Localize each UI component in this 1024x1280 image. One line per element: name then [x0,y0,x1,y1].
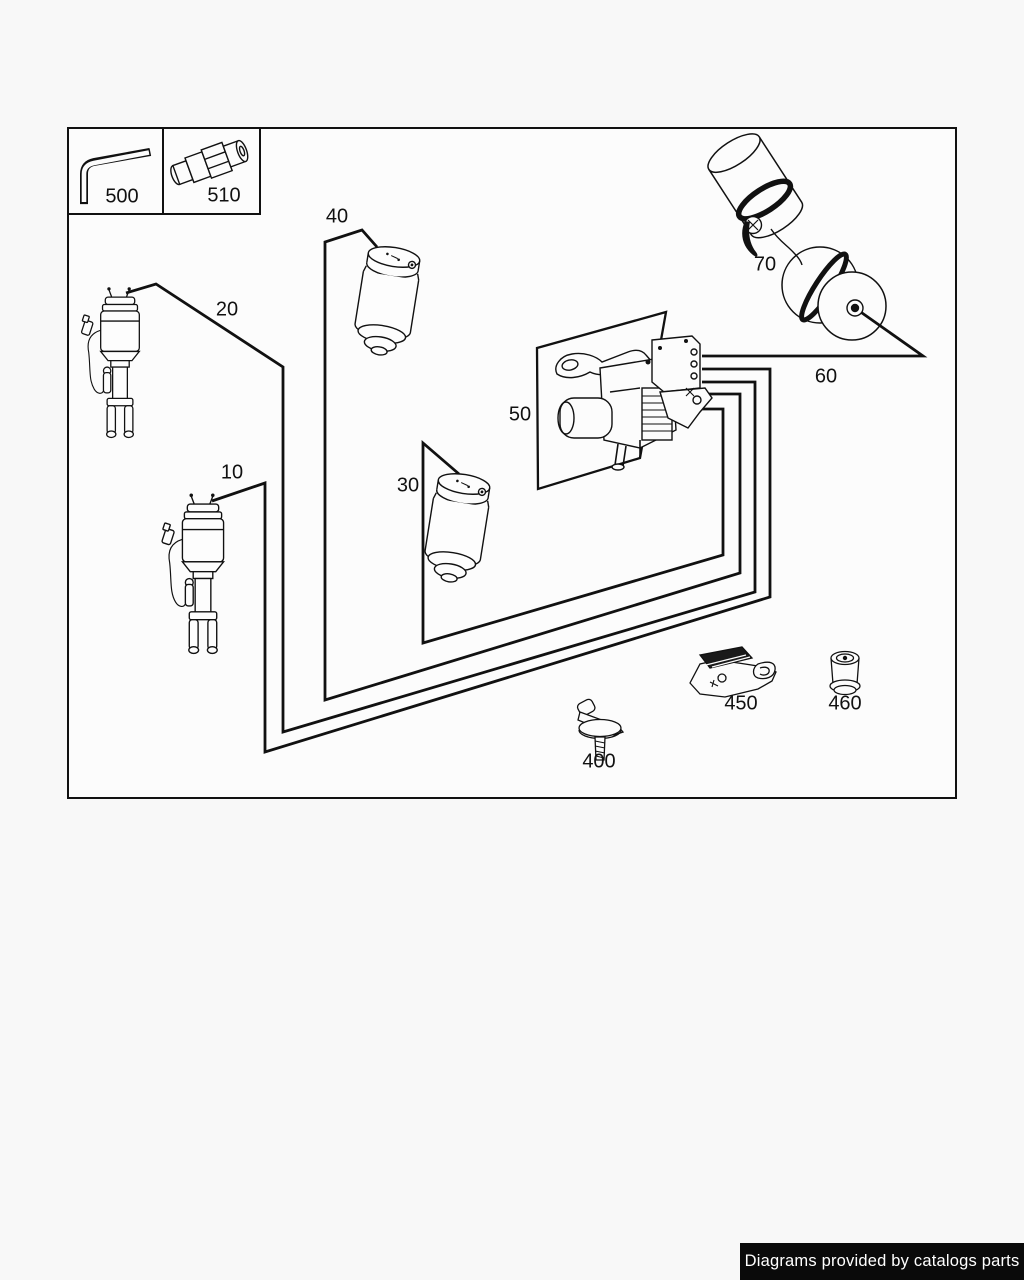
valve-unit-70-illustration [707,133,804,266]
part-label-40: 40 [325,205,349,228]
leader-70-to-60 [770,228,803,266]
air-line-60 [702,306,928,358]
reservoir-port-dot [850,303,860,313]
part-label-500: 500 [105,185,139,208]
compressor-50-illustration [555,335,713,471]
air-line-20 [125,282,757,734]
part-label-60: 60 [814,365,838,388]
clip-screw-400-illustration [576,698,625,761]
hex-key-illustration [80,148,152,205]
part-label-510: 510 [207,184,241,207]
part-label-30: 30 [396,474,420,497]
part-label-20: 20 [215,298,239,321]
bracket-450-illustration [689,646,777,698]
part-label-460: 460 [828,692,862,715]
diagram-frame [67,127,957,799]
air-line-10 [211,367,772,754]
part-label-10: 10 [220,461,244,484]
part-label-50: 50 [508,403,532,426]
provider-banner: Diagrams provided by catalogs parts [740,1243,1024,1280]
bushing-460-illustration [829,650,861,696]
part-label-70: 70 [753,253,777,276]
air-line-40 [323,228,742,702]
air-line-30 [421,407,725,645]
part-label-400: 400 [582,750,616,773]
part-label-450: 450 [724,692,758,715]
valve-connector-illustration [170,139,249,186]
